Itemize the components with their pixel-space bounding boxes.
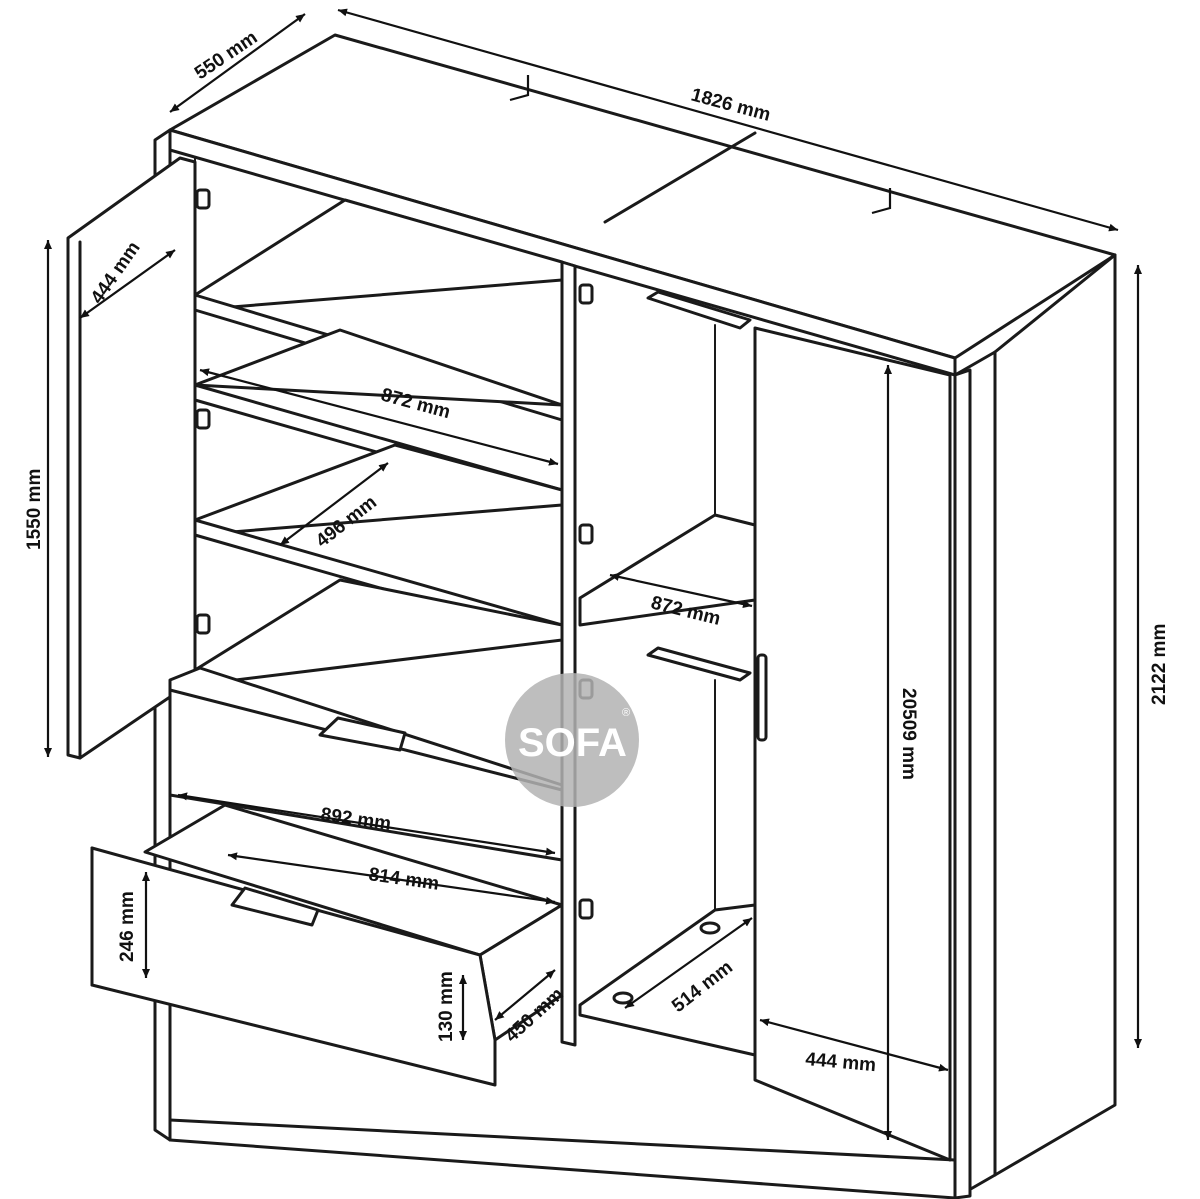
top-tick bbox=[509, 75, 530, 102]
label-overall-height: 2122 mm bbox=[1149, 624, 1170, 705]
dim-drawer-inner-width bbox=[227, 852, 556, 905]
dim-depth bbox=[169, 13, 306, 113]
label-left-door-height: 1550 mm bbox=[24, 469, 45, 550]
watermark-circle bbox=[505, 673, 639, 807]
dim-right-door-width bbox=[759, 1018, 949, 1072]
dim-shelf-depth bbox=[279, 462, 389, 546]
dimension-lines bbox=[44, 8, 1142, 1140]
dim-drawer-depth bbox=[494, 969, 556, 1021]
foot-hole-icon bbox=[612, 991, 634, 1005]
label-drawer-front-height: 246 mm bbox=[117, 891, 138, 962]
upper-drawer-handle bbox=[318, 716, 407, 752]
top-tick bbox=[871, 188, 892, 215]
hinge-icon bbox=[578, 523, 594, 545]
right-side-panel bbox=[953, 253, 1117, 1199]
watermark-registered-mark: ® bbox=[622, 707, 630, 719]
hinge-icon bbox=[195, 408, 211, 430]
left-shelves bbox=[193, 198, 564, 687]
right-door-panel bbox=[753, 326, 952, 1162]
shelf-4 bbox=[193, 578, 564, 687]
label-overall-depth: 550 mm bbox=[191, 27, 261, 84]
right-door bbox=[753, 326, 952, 1162]
hanging-rail-top bbox=[646, 290, 752, 330]
dim-shelf-width bbox=[199, 368, 559, 466]
top-panel bbox=[168, 33, 1117, 360]
hinge-icon bbox=[578, 283, 594, 305]
dim-hanging-depth bbox=[624, 917, 753, 1009]
right-compartment bbox=[578, 283, 757, 1057]
dim-width bbox=[337, 8, 1119, 232]
centre-divider bbox=[560, 260, 577, 1047]
shelf-3-top bbox=[193, 443, 564, 537]
hinge-icon bbox=[195, 188, 211, 210]
shelf-2 bbox=[193, 328, 564, 407]
label-drawer-side-height: 130 mm bbox=[436, 971, 457, 1042]
hanging-rail-bottom bbox=[646, 646, 752, 682]
watermark-logo-text: SOFA bbox=[518, 721, 627, 765]
bottom-panel bbox=[578, 903, 757, 1057]
door-handle bbox=[756, 653, 768, 742]
foot-hole-icon bbox=[699, 921, 721, 935]
dim-door-width bbox=[79, 249, 176, 319]
label-inner-height: 20509 mm bbox=[898, 688, 919, 780]
dim-hanging-width bbox=[609, 573, 753, 608]
sofa-watermark: SOFA ® bbox=[505, 673, 639, 807]
plinth bbox=[168, 1118, 957, 1199]
front-right-stile bbox=[953, 368, 972, 1199]
hinge-icon bbox=[578, 898, 594, 920]
dim-drawer-width bbox=[177, 792, 556, 856]
hinge-icon bbox=[195, 613, 211, 635]
